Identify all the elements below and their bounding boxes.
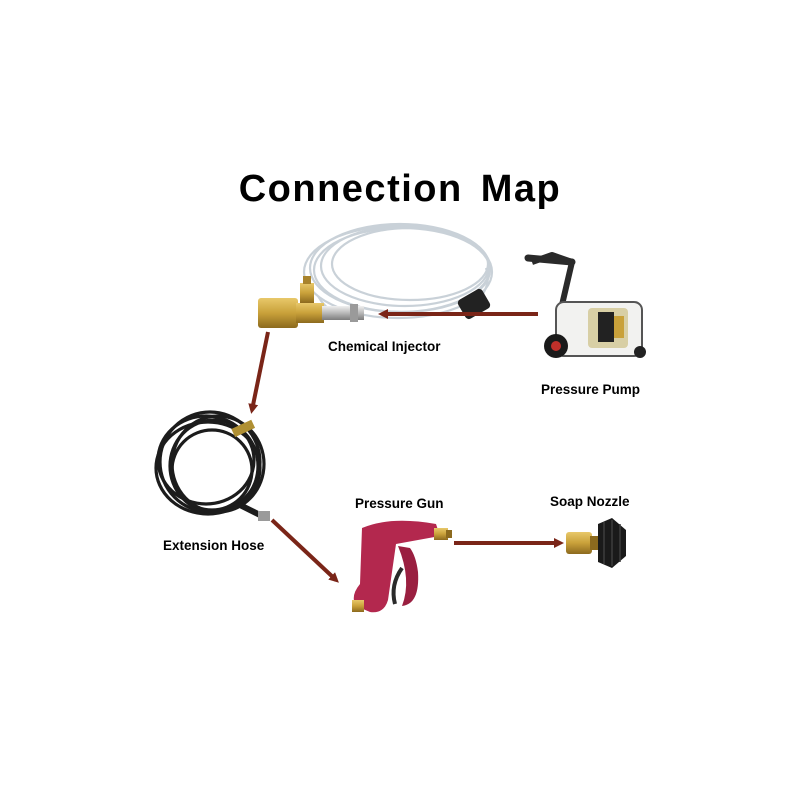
label-chemical-injector: Chemical Injector [328, 339, 441, 354]
pressure-pump-image [528, 255, 646, 358]
label-extension-hose: Extension Hose [163, 538, 264, 553]
extension-hose-image [156, 332, 270, 521]
label-pressure-gun: Pressure Gun [355, 496, 444, 511]
soap-nozzle-image [566, 518, 626, 568]
arrow-hose-to-gun [272, 520, 336, 580]
label-soap-nozzle: Soap Nozzle [550, 494, 630, 509]
arrow-injector-to-hose [252, 332, 268, 410]
pressure-gun-image [352, 521, 452, 612]
label-pressure-pump: Pressure Pump [541, 382, 640, 397]
